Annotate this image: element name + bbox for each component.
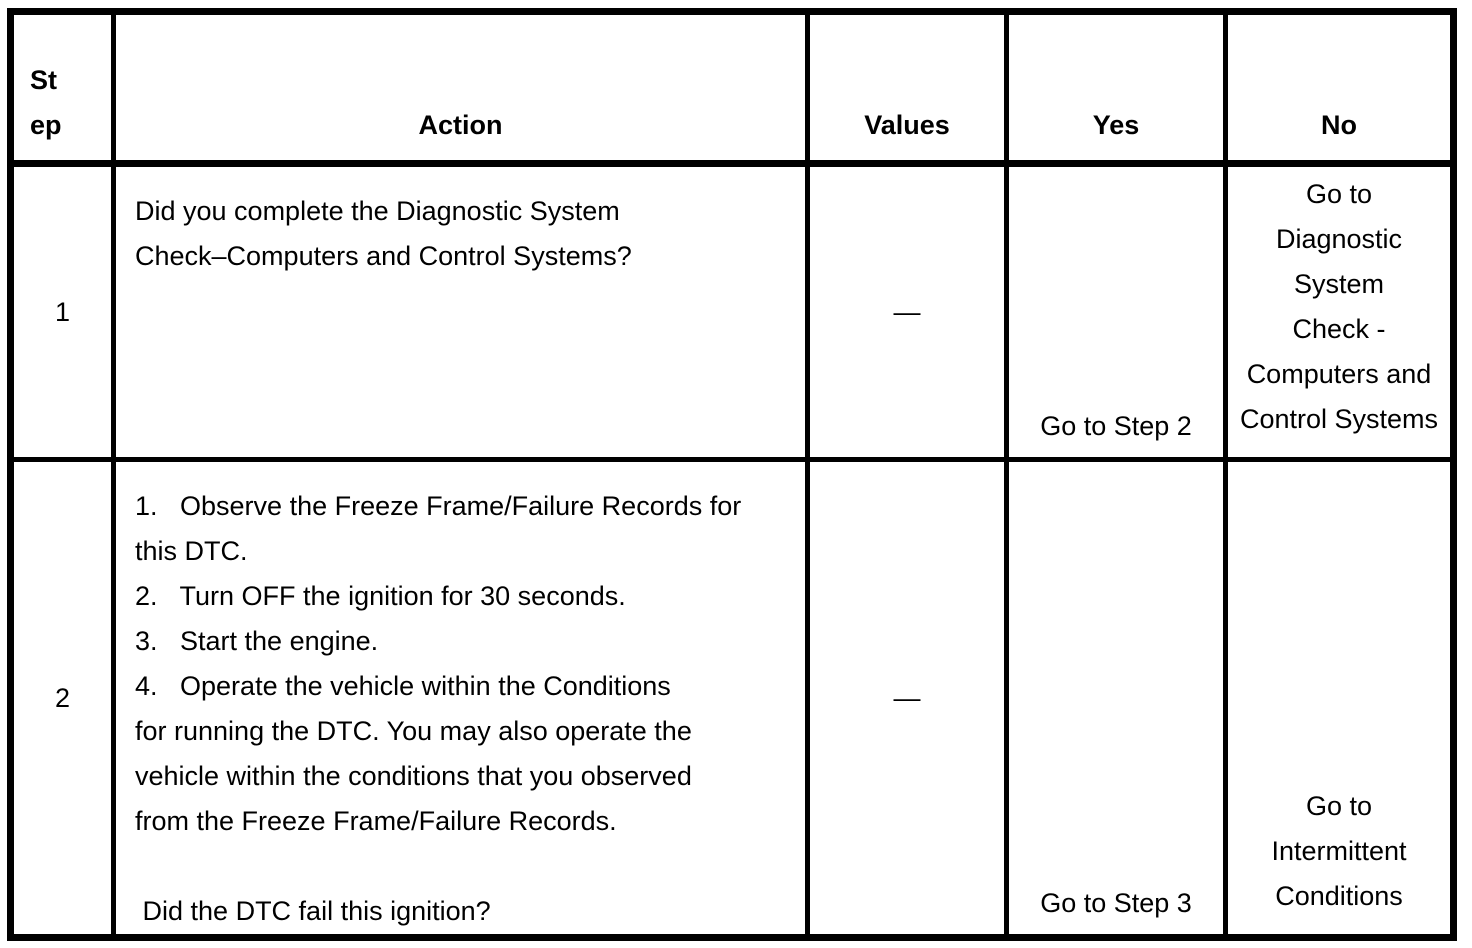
header-row: St ep Action Values Yes No: [8, 9, 1456, 167]
step-number: 2: [8, 457, 116, 940]
text-line: Did you complete the Diagnostic System: [135, 196, 620, 226]
text-line: Diagnostic: [1275, 224, 1403, 254]
text-line: St: [30, 65, 57, 95]
text-line: from the Freeze Frame/Failure Records.: [135, 806, 617, 836]
text-line: 2. Turn OFF the ignition for 30 seconds.: [135, 581, 626, 611]
yes-cell: Go to Step 3: [1004, 457, 1228, 940]
text-line: this DTC.: [135, 536, 248, 566]
yes-cell: Go to Step 2: [1004, 161, 1228, 462]
column-header-values: Values: [805, 9, 1009, 167]
text-line: Conditions: [1275, 881, 1403, 911]
step-number: 1: [8, 161, 116, 462]
text-line: 4. Operate the vehicle within the Condit…: [135, 671, 671, 701]
text-line: Go to: [1305, 791, 1373, 821]
text-line: 1. Observe the Freeze Frame/Failure Reco…: [135, 491, 742, 521]
values-cell: —: [805, 161, 1009, 462]
column-header-yes: Yes: [1004, 9, 1228, 167]
text-line: 3. Start the engine.: [135, 626, 379, 656]
table-row-step-1: 1 Did you complete the Diagnostic System…: [8, 161, 1456, 462]
text-line: Intermittent: [1271, 836, 1407, 866]
column-header-no: No: [1223, 9, 1456, 167]
text-line: Computers and: [1246, 359, 1432, 389]
text-line: Check -: [1292, 314, 1386, 344]
values-cell: —: [805, 457, 1009, 940]
text-line: Did the DTC fail this ignition?: [135, 896, 491, 926]
text-line: System: [1293, 269, 1385, 299]
text-line: Check–Computers and Control Systems?: [135, 241, 632, 271]
action-cell: 1. Observe the Freeze Frame/Failure Reco…: [111, 457, 810, 940]
text-line: Control Systems: [1239, 404, 1439, 434]
text-line: ep: [30, 110, 62, 140]
text-line: Go to: [1305, 179, 1373, 209]
text-line: vehicle within the conditions that you o…: [135, 761, 692, 791]
diagnostic-steps-table: St ep Action Values Yes No 1 Did you comp…: [7, 8, 1457, 941]
column-header-step: St ep: [8, 9, 116, 167]
column-header-action: Action: [111, 9, 810, 167]
table-row-step-2: 2 1. Observe the Freeze Frame/Failure Re…: [8, 457, 1456, 940]
text-line: [135, 844, 793, 889]
text-line: for running the DTC. You may also operat…: [135, 716, 692, 746]
